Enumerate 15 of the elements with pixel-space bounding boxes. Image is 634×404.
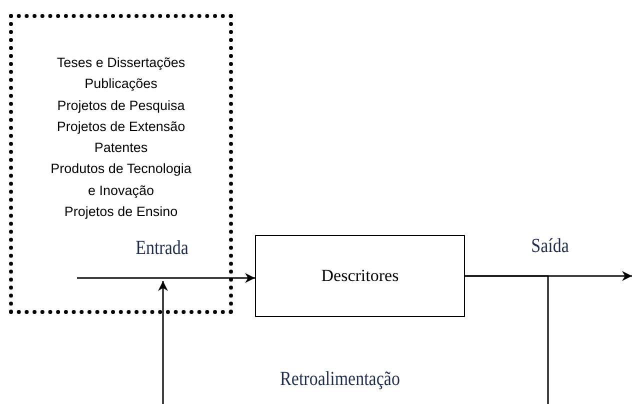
box-label: Descritores	[321, 266, 399, 286]
feedback-label: Retroalimentação	[280, 368, 400, 391]
edge-label: Entrada	[136, 237, 188, 260]
dotted-group-box	[9, 14, 233, 314]
list-item: Projetos de Ensino	[64, 203, 178, 222]
arrow	[158, 275, 549, 404]
edge-label: Saída	[531, 235, 569, 258]
list-item: Projetos de Pesquisa	[57, 96, 185, 115]
list-item: Publicações	[84, 75, 158, 94]
process-box	[255, 235, 465, 317]
list-item: Teses e Dissertações	[56, 54, 186, 72]
list-item: Patentes	[94, 139, 148, 158]
list-item: Projetos de Extensão	[56, 118, 186, 136]
arrow	[77, 273, 255, 283]
list-item: Produtos de Tecnologia e Inovação	[50, 160, 192, 200]
